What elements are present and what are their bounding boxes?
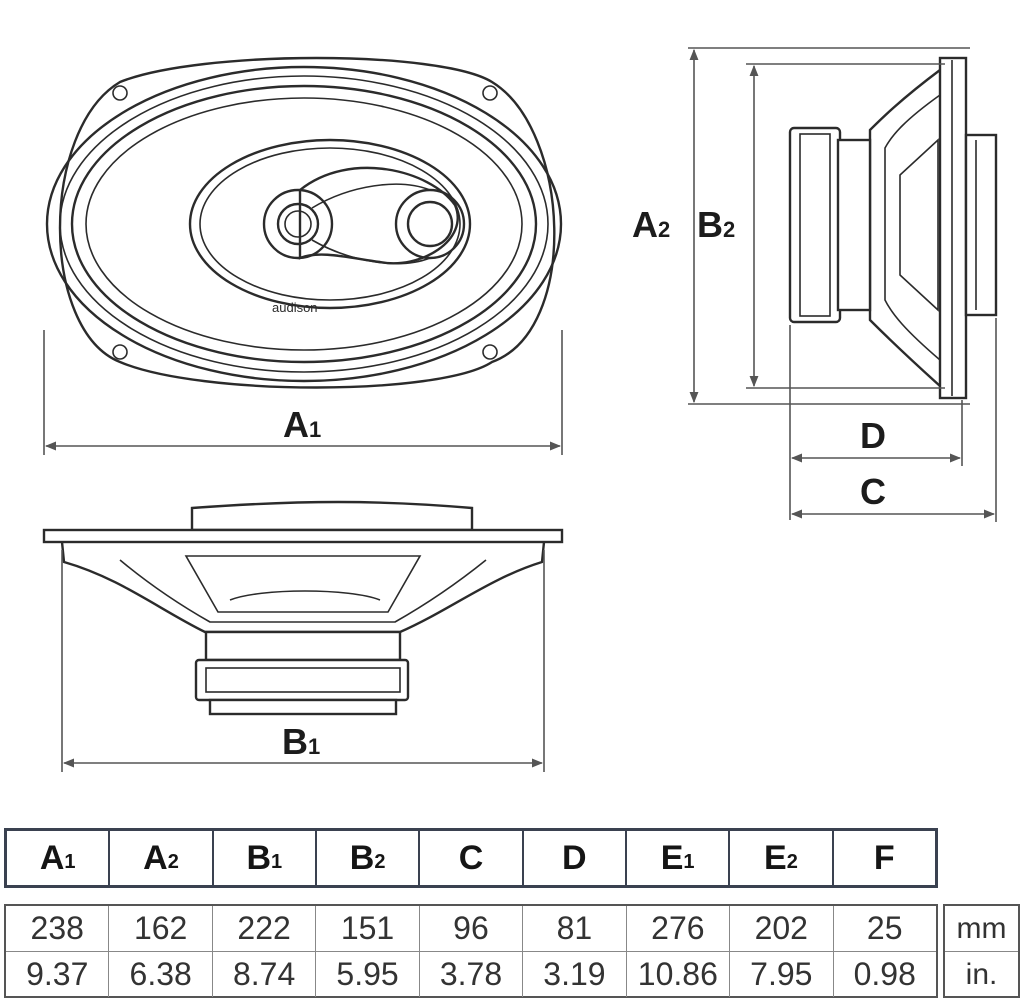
value-cell: 238 [6, 906, 110, 951]
dimension-a1: A1 [43, 330, 563, 455]
value-cell: 3.78 [420, 952, 524, 997]
label-b2: B2 [697, 204, 735, 245]
bottom-side-view [42, 500, 564, 716]
label-d: D [860, 415, 886, 456]
value-cell: 8.74 [213, 952, 317, 997]
brand-logo-text: audison [272, 300, 318, 315]
value-cell: 9.37 [6, 952, 110, 997]
dimension-c: C [790, 318, 997, 522]
dimension-a2: A2 [632, 47, 970, 405]
unit-column: mm in. [943, 904, 1020, 998]
dimension-d: D [789, 325, 963, 520]
dimension-b1: B1 [61, 550, 545, 772]
label-a2: A2 [632, 204, 670, 245]
table-row-in: 9.37 6.38 8.74 5.95 3.78 3.19 10.86 7.95… [6, 951, 936, 997]
side-view [788, 56, 998, 400]
dimension-b2: B2 [697, 63, 945, 389]
front-view: audison [45, 56, 563, 389]
table-row-mm: 238 162 222 151 96 81 276 202 25 [6, 906, 936, 951]
value-cell: 162 [109, 906, 213, 951]
value-cell: 10.86 [627, 952, 731, 997]
value-cell: 96 [420, 906, 524, 951]
value-cell: 276 [627, 906, 731, 951]
value-cell: 5.95 [316, 952, 420, 997]
unit-mm: mm [956, 911, 1007, 945]
header-c: C [420, 831, 524, 885]
label-b1: B1 [282, 721, 320, 762]
header-d: D [524, 831, 627, 885]
value-cell: 81 [523, 906, 627, 951]
unit-in: in. [945, 951, 1018, 997]
value-cell: 222 [213, 906, 317, 951]
value-cell: 25 [866, 910, 903, 946]
value-cell: 202 [730, 906, 834, 951]
label-a1: A1 [283, 404, 321, 445]
value-cell: 0.98 [853, 956, 916, 992]
table-values: 238 162 222 151 96 81 276 202 25 9.37 6.… [4, 904, 938, 998]
value-cell: 7.95 [730, 952, 834, 997]
value-cell: 6.38 [109, 952, 213, 997]
header-f: F [873, 838, 895, 877]
value-cell: 3.19 [523, 952, 627, 997]
label-c: C [860, 471, 886, 512]
value-cell: 151 [316, 906, 420, 951]
speaker-dimension-drawing: audison A1 A2 [42, 47, 998, 772]
